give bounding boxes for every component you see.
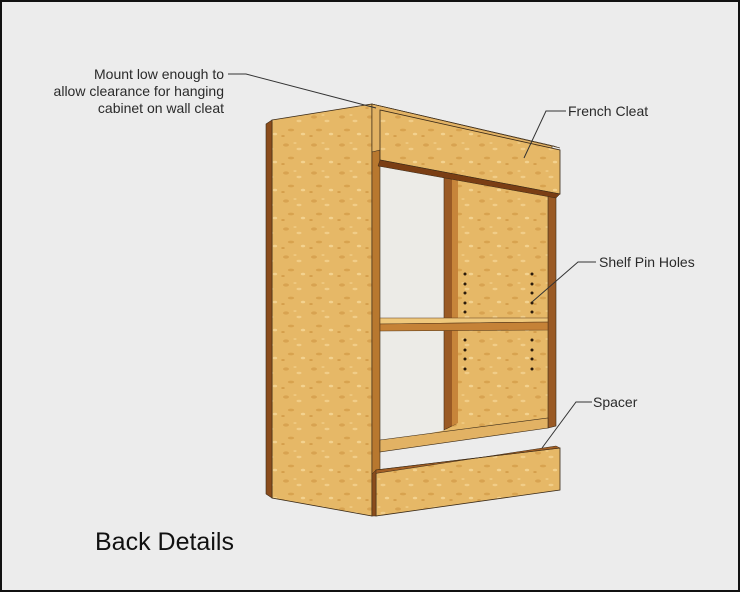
center-divider-face xyxy=(452,170,458,426)
leader-lines xyxy=(228,73,596,449)
french-cleat-bottom-edge xyxy=(377,159,561,199)
french-cleat-leader xyxy=(523,110,566,159)
spacer xyxy=(375,447,561,517)
diagram-title: Back Details xyxy=(95,528,234,556)
inner-shadow xyxy=(378,150,446,444)
right-panel-edge xyxy=(547,175,557,429)
mount-note-line-2: allow clearance for hanging xyxy=(53,83,224,99)
mount-note-leader xyxy=(228,73,377,109)
spacer-label: Spacer xyxy=(593,394,638,410)
bottom-rail xyxy=(379,417,549,453)
french-cleat-label: French Cleat xyxy=(568,103,649,119)
mount-note-line-3: cabinet on wall cleat xyxy=(97,100,224,116)
spacer-left-edge xyxy=(371,469,377,517)
left-panel-edge xyxy=(265,119,273,499)
left-side-panel xyxy=(271,103,373,517)
mount-note-label: Mount low enough to allow clearance for … xyxy=(22,66,224,117)
french-cleat-top-edge xyxy=(371,103,561,149)
shelf-pin-holes xyxy=(463,272,534,371)
shelf-pin-holes-label: Shelf Pin Holes xyxy=(599,254,695,270)
spacer-leader xyxy=(541,401,592,449)
mount-note-line-1: Mount low enough to xyxy=(94,66,224,82)
shelf-pin-leader xyxy=(531,261,596,303)
shelf-front-edge xyxy=(379,321,549,332)
